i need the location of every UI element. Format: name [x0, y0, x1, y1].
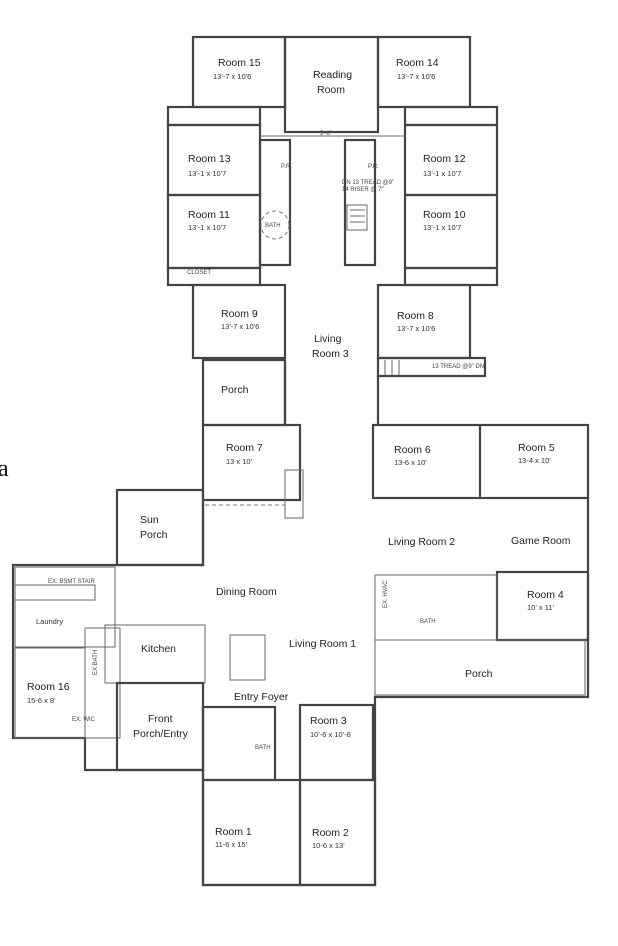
porch-top-label: Porch	[221, 384, 249, 396]
porch-right-label: Porch	[465, 668, 493, 680]
pr-label-left: P.R.	[281, 164, 292, 170]
living-room-2-label: Living Room 2	[388, 536, 455, 548]
sun-porch-label-2: Porch	[140, 529, 168, 541]
room-12-size: 13'-1 x 10'7	[423, 169, 461, 178]
closet-right-top	[403, 105, 499, 127]
porch-right	[374, 639, 586, 696]
right-bath-block	[343, 138, 377, 267]
reading-room-label-1: Reading	[313, 69, 352, 81]
room-13-size: 13'-1 x 10'7	[188, 169, 226, 178]
room-10-label: Room 10	[423, 209, 466, 221]
front-porch-label-2: Porch/Entry	[133, 728, 189, 740]
room-14-label: Room 14	[396, 57, 439, 69]
room-14-size: 13'-7 x 10'6	[397, 72, 435, 81]
room-8-size: 13'-7 x 10'6	[397, 324, 435, 333]
room-9-label: Room 9	[221, 308, 258, 320]
room-15-label: Room 15	[218, 57, 261, 69]
stair-note-bottom: 14 RISER @ 7"	[342, 187, 384, 193]
room-16-label: Room 16	[27, 681, 70, 693]
bath-right	[374, 574, 498, 641]
room-5-label: Room 5	[518, 442, 555, 454]
main-outer-wall	[11, 498, 590, 887]
room-9	[191, 283, 287, 360]
laundry-area	[14, 566, 116, 648]
room-7	[201, 423, 302, 502]
front-porch	[115, 681, 205, 772]
closet-label: CLOSET	[187, 270, 211, 276]
room-6-label: Room 6	[394, 444, 431, 456]
entry-foyer-label: Entry Foyer	[234, 691, 289, 703]
sun-porch-label-1: Sun	[140, 514, 159, 526]
closet-left-top	[166, 105, 262, 127]
room-1-label: Room 1	[215, 826, 252, 838]
living-room-3-label-1: Living	[314, 333, 342, 345]
ex-bsmt-stair-label: EX. BSMT STAIR	[48, 579, 95, 585]
ex-wic-label: EX. WIC	[72, 717, 96, 723]
top-wing	[166, 35, 499, 427]
room-11-size: 13'-1 x 10'7	[188, 223, 226, 232]
ex-bath-label: EX BATH	[93, 650, 99, 675]
room-2-label: Room 2	[312, 827, 349, 839]
room-3-label: Room 3	[310, 715, 347, 727]
middle-section	[11, 423, 590, 887]
labels: Room 15 13'-7 x 10'6 Reading Room Room 1…	[27, 57, 571, 850]
room-2-size: 10-6 x 13'	[312, 841, 345, 850]
room-11-label: Room 11	[188, 209, 230, 221]
room-6-size: 13-6 x 10'	[394, 458, 427, 467]
laundry-label: Laundry	[36, 617, 63, 626]
pr-label-right: P.R.	[368, 164, 379, 170]
bath-label-top: BATH	[265, 223, 281, 229]
room-16	[14, 647, 86, 739]
left-bath-block	[258, 138, 292, 267]
room-15-size: 13'-7 x 10'6	[213, 72, 251, 81]
laundry-appliances	[14, 584, 96, 601]
room-10-size: 13'-1 x 10'7	[423, 223, 461, 232]
front-porch-label-1: Front	[148, 713, 173, 725]
room-7-bath	[284, 469, 304, 519]
reading-room-label-2: Room	[317, 84, 345, 96]
dining-room-label: Dining Room	[216, 586, 277, 598]
ex-hvac-label: EX. HVAC	[383, 580, 389, 608]
bath-turning-circle	[260, 210, 290, 240]
bath-label-entry: BATH	[255, 745, 271, 751]
room-2	[298, 778, 377, 887]
room-5-size: 13-4 x 10'	[518, 456, 551, 465]
room-12-label: Room 12	[423, 153, 466, 165]
bath-entry	[201, 705, 277, 782]
room-16-size: 15-6 x 8'	[27, 696, 56, 705]
closet-left-bottom	[166, 266, 262, 287]
stairs-down	[376, 356, 487, 378]
kitchen-label: Kitchen	[141, 643, 176, 655]
room-7-label: Room 7	[226, 442, 263, 454]
game-room-label: Game Room	[511, 535, 571, 547]
corridor-dim: 5'-6"	[320, 131, 332, 137]
sun-porch	[115, 488, 205, 567]
stair-icon	[346, 204, 368, 231]
living-room-3-label-2: Room 3	[312, 348, 349, 360]
living-room-1-label: Living Room 1	[289, 638, 356, 650]
room-1-size: 11-6 x 15'	[215, 840, 248, 849]
room-7-size: 13 x 10'	[226, 457, 253, 466]
room-13-label: Room 13	[188, 153, 231, 165]
entry-closet	[229, 634, 266, 681]
bath-label-right: BATH	[420, 619, 436, 625]
cropped-letter: a	[0, 456, 9, 482]
room-8-label: Room 8	[397, 310, 434, 322]
room-4-label: Room 4	[527, 589, 564, 601]
stair-note-top: DN 13 TREAD @9"	[342, 180, 394, 186]
stair-note-right: 13 TREAD @9" DN	[432, 364, 484, 370]
closet-right-bottom	[403, 266, 499, 287]
room-3-size: 10'-6 x 10'-6	[310, 730, 351, 739]
room-4-size: 10' x 11'	[527, 603, 554, 612]
room-9-size: 13'-7 x 10'6	[221, 322, 259, 331]
